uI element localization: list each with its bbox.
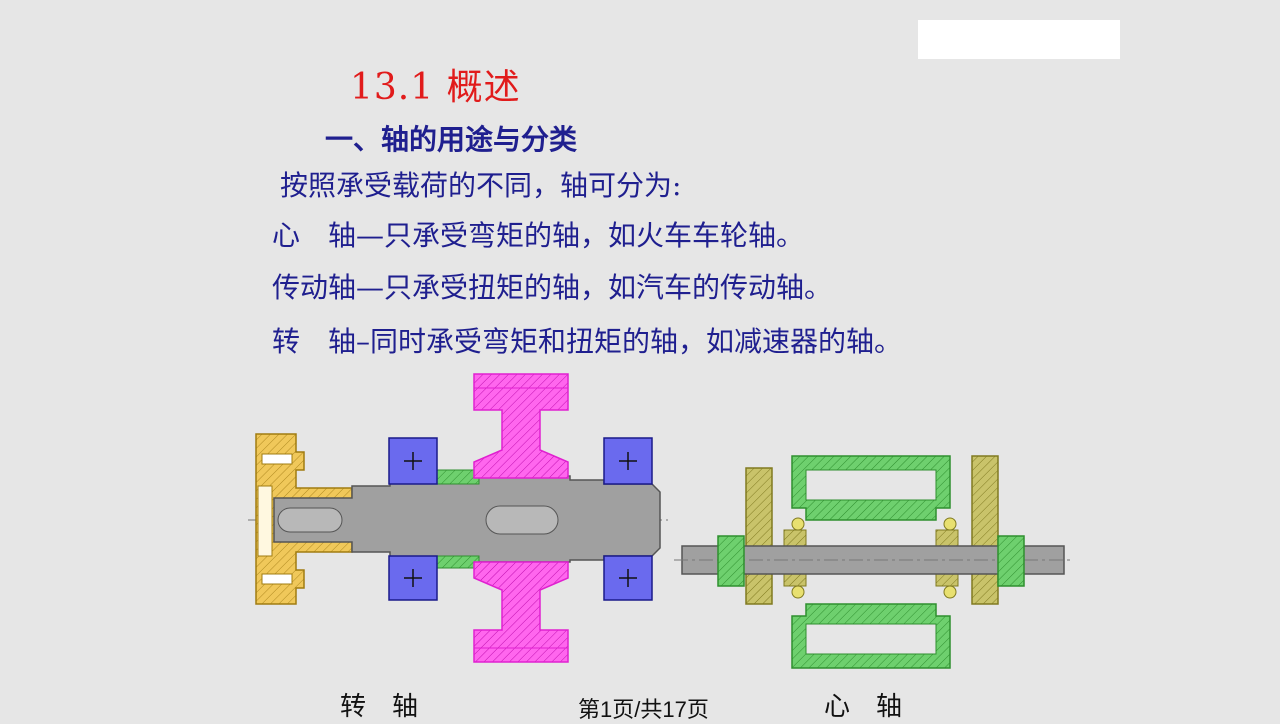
mandrel-figure (674, 455, 1074, 669)
page-number: 第1页/共17页 (578, 697, 709, 722)
caption-rotating-shaft: 转 轴 (340, 692, 419, 722)
definition-mandrel: 心 轴—只承受弯矩的轴，如火车车轮轴。 (272, 219, 805, 252)
section-heading: 一、轴的用途与分类 (325, 123, 578, 156)
intro-text: 按照承受载荷的不同，轴可分为: (280, 169, 682, 202)
blank-placeholder-box (918, 20, 1120, 59)
rotating-shaft-figure (248, 373, 668, 663)
caption-mandrel: 心 轴 (824, 692, 903, 722)
slide-title: 13.1 概述 (350, 67, 521, 108)
definition-rotating-shaft: 转 轴–同时承受弯矩和扭矩的轴，如减速器的轴。 (272, 325, 903, 358)
definition-transmission-shaft: 传动轴—只承受扭矩的轴，如汽车的传动轴。 (272, 271, 833, 304)
